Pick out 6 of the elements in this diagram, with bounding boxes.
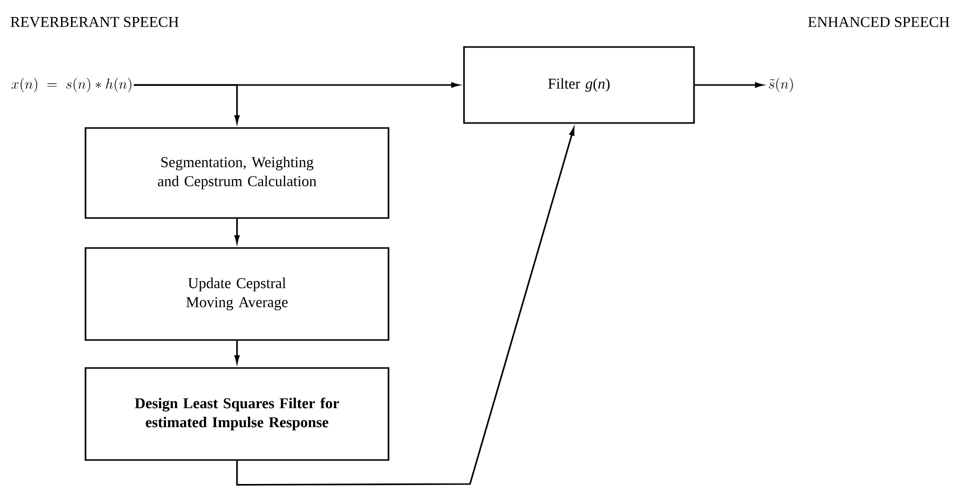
heading: REVERBERANT SPEECH <box>10 16 179 28</box>
heading: ENHANCED SPEECH <box>808 16 950 28</box>
arrow <box>134 84 240 124</box>
signal-label: $x(n) \;=\; s(n) * h(n)$ <box>12 78 132 92</box>
process-box: Filter g(n) <box>463 46 695 124</box>
signal-label: $\tilde{s}(n)$ <box>768 78 793 92</box>
